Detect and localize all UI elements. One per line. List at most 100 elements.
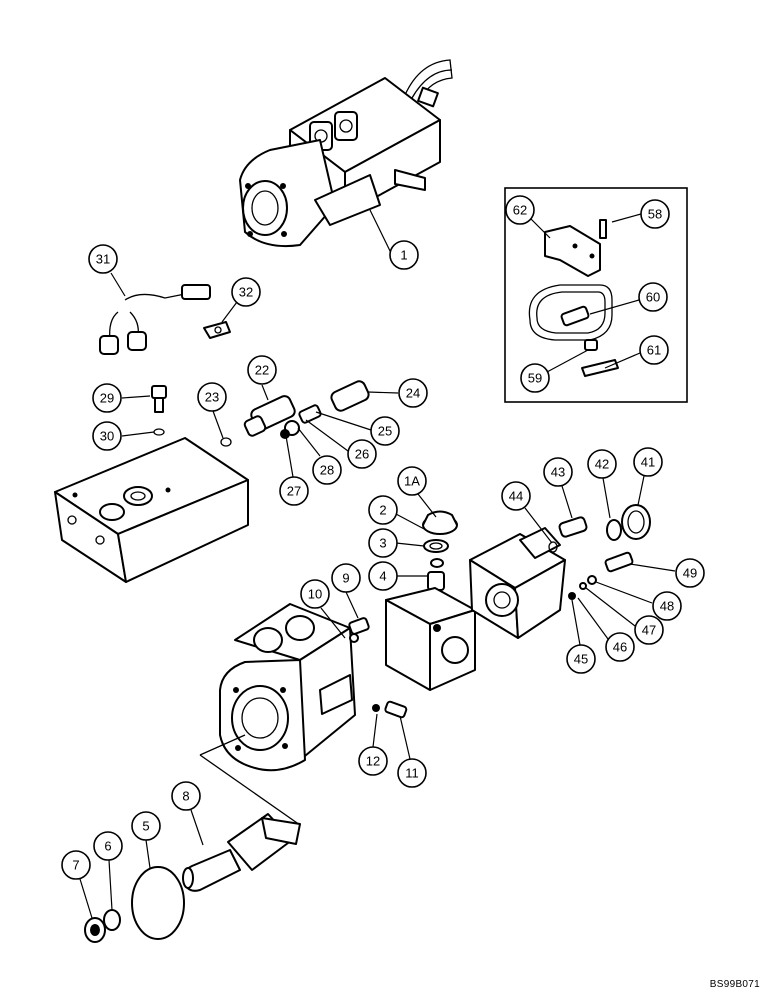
pump-housing-part — [385, 587, 476, 691]
callout-1a: 1A — [397, 466, 427, 496]
callout-circle — [171, 781, 201, 811]
clip-part — [203, 321, 231, 339]
callout-8: 8 — [171, 781, 201, 811]
callout-circle — [92, 383, 122, 413]
pump-assembly-part — [239, 59, 453, 248]
callout-10: 10 — [300, 579, 330, 609]
callout-label: 44 — [509, 489, 523, 504]
callout-49: 49 — [675, 558, 705, 588]
callout-label: 30 — [100, 429, 114, 444]
callout-label: 22 — [255, 363, 269, 378]
callout-label: 47 — [642, 623, 656, 638]
callout-label: 58 — [648, 207, 662, 222]
callout-label: 1A — [404, 474, 420, 489]
callout-circle — [279, 476, 309, 506]
callout-circle — [389, 240, 419, 270]
callout-circle — [247, 355, 277, 385]
callout-label: 45 — [574, 652, 588, 667]
callout-48: 48 — [652, 591, 682, 621]
callout-circle — [640, 199, 670, 229]
callout-label: 12 — [366, 754, 380, 769]
callout-circle — [370, 416, 400, 446]
callout-24: 24 — [398, 378, 428, 408]
callout-label: 32 — [239, 285, 253, 300]
callout-circle — [397, 466, 427, 496]
callout-27: 27 — [279, 476, 309, 506]
callout-26: 26 — [347, 439, 377, 469]
callout-circle — [347, 439, 377, 469]
callout-circle — [634, 615, 664, 645]
callout-label: 4 — [379, 569, 386, 584]
callout-label: 28 — [320, 463, 334, 478]
callout-label: 1 — [400, 248, 407, 263]
callout-circle — [93, 831, 123, 861]
callout-61: 61 — [639, 335, 669, 365]
callout-label: 48 — [660, 599, 674, 614]
callout-label: 41 — [641, 455, 655, 470]
valve-block-part — [54, 385, 249, 583]
callout-label: 59 — [528, 371, 542, 386]
callout-circle — [197, 382, 227, 412]
callout-circle — [520, 363, 550, 393]
callout-label: 49 — [683, 566, 697, 581]
callout-label: 42 — [595, 457, 609, 472]
callout-circle — [566, 644, 596, 674]
callout-29: 29 — [92, 383, 122, 413]
callout-2: 2 — [368, 495, 398, 525]
callout-28: 28 — [312, 455, 342, 485]
callout-43: 43 — [543, 457, 573, 487]
callout-label: 31 — [96, 252, 110, 267]
callout-32: 32 — [231, 277, 261, 307]
callout-12: 12 — [358, 746, 388, 776]
callout-23: 23 — [197, 382, 227, 412]
callout-5: 5 — [131, 811, 161, 841]
callout-label: 26 — [355, 447, 369, 462]
callout-label: 10 — [308, 587, 322, 602]
end-cover-part — [469, 504, 651, 639]
callout-circle — [368, 528, 398, 558]
callout-circle — [587, 449, 617, 479]
callout-label: 3 — [379, 536, 386, 551]
callout-label: 43 — [551, 465, 565, 480]
callout-42: 42 — [587, 449, 617, 479]
callout-circle — [368, 495, 398, 525]
callout-circle — [88, 244, 118, 274]
wire-harness-part — [99, 284, 211, 355]
callout-circle — [633, 447, 663, 477]
callout-circle — [92, 421, 122, 451]
callout-label: 6 — [104, 839, 111, 854]
callout-label: 25 — [378, 424, 392, 439]
callout-label: 2 — [379, 503, 386, 518]
callout-circle — [639, 335, 669, 365]
callout-60: 60 — [638, 282, 668, 312]
callout-circle — [300, 579, 330, 609]
callout-label: 46 — [613, 640, 627, 655]
callout-circle — [675, 558, 705, 588]
callout-circle — [605, 632, 635, 662]
callout-circle — [61, 850, 91, 880]
callout-1: 1 — [389, 240, 419, 270]
callout-circle — [505, 195, 535, 225]
callout-7: 7 — [61, 850, 91, 880]
callout-label: 5 — [142, 819, 149, 834]
callout-41: 41 — [633, 447, 663, 477]
callout-label: 27 — [287, 484, 301, 499]
callout-30: 30 — [92, 421, 122, 451]
callout-circle — [368, 561, 398, 591]
main-pump-body-part — [199, 603, 408, 826]
callout-label: 29 — [100, 391, 114, 406]
callout-circle — [397, 758, 427, 788]
callout-circle — [312, 455, 342, 485]
callout-25: 25 — [370, 416, 400, 446]
callout-circle — [501, 481, 531, 511]
callout-label: 7 — [72, 858, 79, 873]
cap-and-seals-part — [422, 510, 458, 591]
drive-shaft-part — [84, 813, 301, 943]
callout-11: 11 — [397, 758, 427, 788]
callout-44: 44 — [501, 481, 531, 511]
callout-circle — [638, 282, 668, 312]
callout-label: 62 — [513, 203, 527, 218]
callout-22: 22 — [247, 355, 277, 385]
